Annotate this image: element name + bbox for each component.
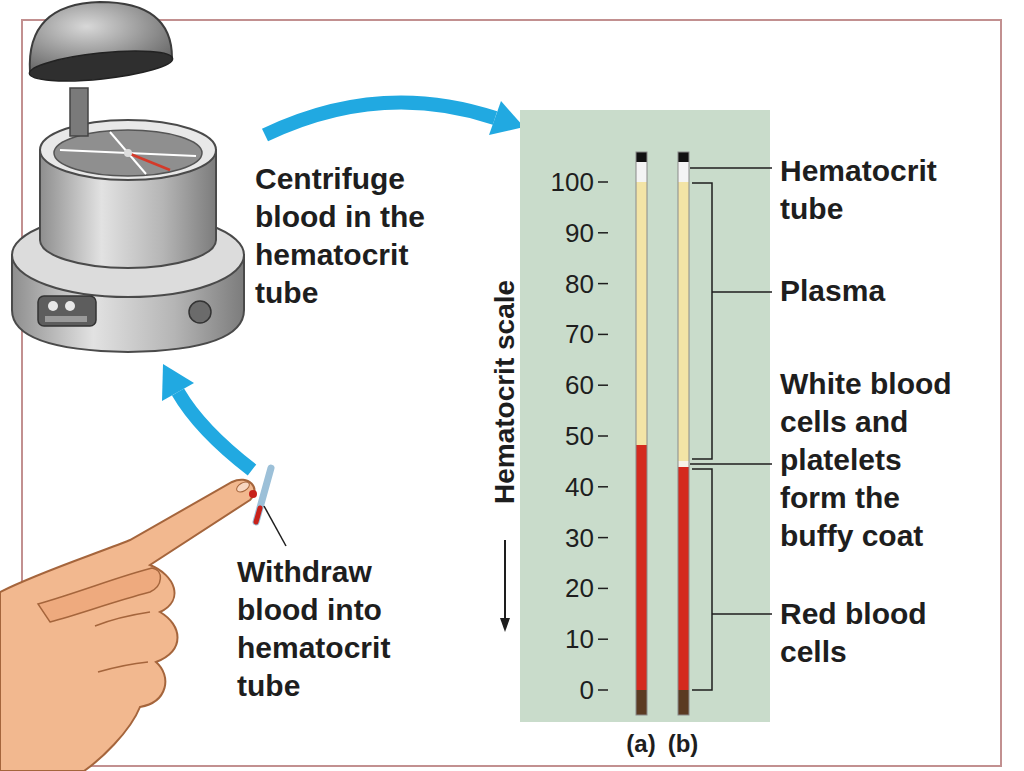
hand-drawing [235,480,251,494]
centrifuge-drawing [48,301,58,311]
scale-tick [598,537,608,539]
part-label: White blood cells and platelets form the… [780,365,975,555]
centrifuge-drawing [45,316,87,322]
scale-tick [598,232,608,234]
centrifuge-drawing [124,149,132,157]
scale-number: 30 [520,523,594,553]
centrifuge-drawing [38,296,96,326]
scale-number: 40 [520,472,594,502]
hematocrit-tube [636,690,647,715]
hand-drawing [98,662,148,672]
hematocrit-tube [636,152,647,715]
hematocrit-tube [678,690,689,715]
centrifuge-drawing [12,2,244,352]
scale-tick [598,486,608,488]
scale-number: 60 [520,370,594,400]
leader-line [712,613,772,615]
leader-line [692,469,712,690]
hand-drawing [0,480,255,771]
centrifuge-drawing [54,130,202,176]
centrifuge-drawing [28,46,174,87]
hand-drawing [95,612,150,626]
centrifuge-drawing [70,88,88,136]
hematocrit-tube [636,152,647,715]
hematocrit-tube [636,162,647,182]
scale-tick [598,181,608,183]
hematocrit-tube [678,467,689,690]
scale-number: 70 [520,319,594,349]
step-label: Centrifuge blood in the hematocrit tube [255,160,455,312]
process-arrow [265,102,495,135]
leader-line [264,506,286,546]
scale-number: 100 [520,167,594,197]
scale-tick [598,638,608,640]
process-arrow [162,101,524,470]
centrifuge-drawing [110,132,128,153]
leader-line [690,463,772,465]
hematocrit-tube [636,445,647,690]
leader-line [690,168,772,690]
centrifuge-drawing [128,153,170,170]
scale-number: 10 [520,624,594,654]
scale-tick [598,384,608,386]
part-label: Plasma [780,272,975,310]
panel-tag: (b) [663,730,703,758]
hand-drawing [249,490,257,498]
hematocrit-tube [678,162,689,182]
hematocrit-tube [636,152,647,162]
hematocrit-tube [678,152,689,715]
scale-arrow [504,540,506,622]
scale-arrow [500,540,510,632]
scale-tick [598,283,608,285]
centrifuge-drawing [60,150,128,153]
centrifuge-drawing [65,301,75,311]
axis-title: Hematocrit scale [489,280,521,504]
scale-number: 80 [520,269,594,299]
process-arrow [162,364,194,401]
hematocrit-tube [678,182,689,461]
hematocrit-tube [678,152,689,715]
scale-number: 0 [520,675,594,705]
process-arrow [178,392,252,470]
scale-tick [598,334,608,336]
centrifuge-drawing [40,120,216,180]
hematocrit-tube [636,182,647,445]
scale-tick [598,588,608,590]
hematocrit-tube [678,461,689,467]
part-label: Red blood cells [780,595,975,671]
part-label: Hematocrit tube [780,152,975,228]
hematocrit-tube [678,152,689,162]
leader-line [692,183,712,459]
leader-line [712,291,772,293]
centrifuge-drawing [128,153,196,156]
hand-drawing [256,508,260,522]
scale-number: 20 [520,573,594,603]
centrifuge-drawing [189,301,211,323]
scale-tick [598,435,608,437]
panel-tag: (a) [621,730,661,758]
scale-number: 50 [520,421,594,451]
scale-tick [598,182,608,690]
hand-drawing [0,468,271,771]
process-arrow [489,101,524,135]
leader-line [690,167,772,169]
scale-tick [598,689,608,691]
scale-arrow [500,618,510,632]
scale-panel [520,110,770,722]
scale-number: 90 [520,218,594,248]
step-label: Withdraw blood into hematocrit tube [237,553,437,705]
